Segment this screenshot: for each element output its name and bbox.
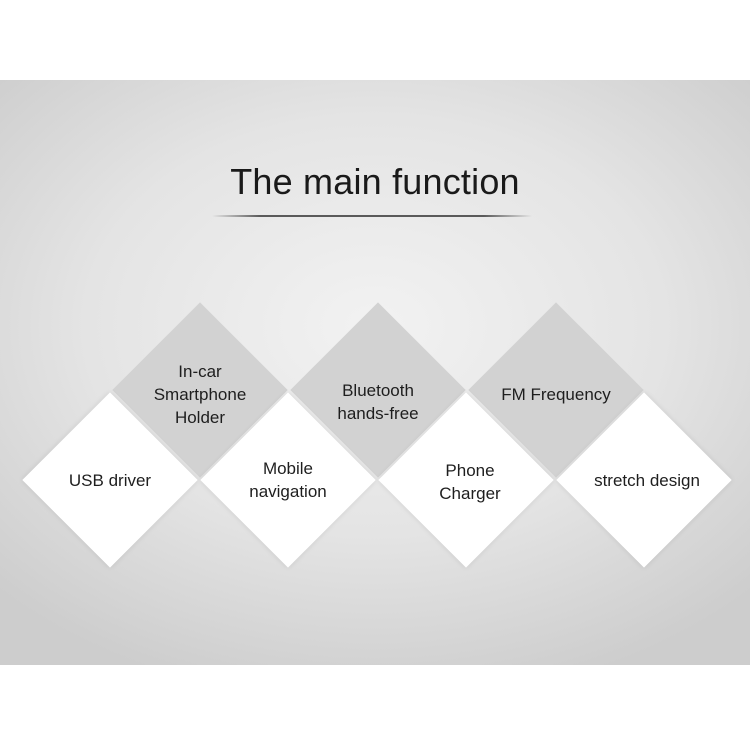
feature-diamond-smartphone-holder: In-car Smartphone Holder xyxy=(112,302,288,478)
feature-diamond-mobile-navigation: Mobile navigation xyxy=(200,392,376,568)
feature-label: FM Frequency xyxy=(501,384,611,404)
feature-diamond-usb-driver: USB driver xyxy=(22,392,198,568)
title-underline xyxy=(212,215,532,217)
feature-label: Mobile navigation xyxy=(249,459,327,501)
feature-diamond-stretch-design: stretch design xyxy=(556,392,732,568)
function-banner: The main function In-car Smartphone Hold… xyxy=(0,80,750,665)
feature-diamond-fm-frequency: FM Frequency xyxy=(468,302,644,478)
feature-diamond-bluetooth: Bluetooth hands-free xyxy=(290,302,466,478)
feature-label: stretch design xyxy=(594,470,700,490)
feature-label: Bluetooth hands-free xyxy=(337,381,419,423)
feature-label: USB driver xyxy=(68,470,152,490)
feature-label: Phone Charger xyxy=(439,461,501,503)
page-title: The main function xyxy=(230,161,520,202)
feature-label: In-car Smartphone Holder xyxy=(153,361,247,427)
feature-diamond-phone-charger: Phone Charger xyxy=(378,392,554,568)
